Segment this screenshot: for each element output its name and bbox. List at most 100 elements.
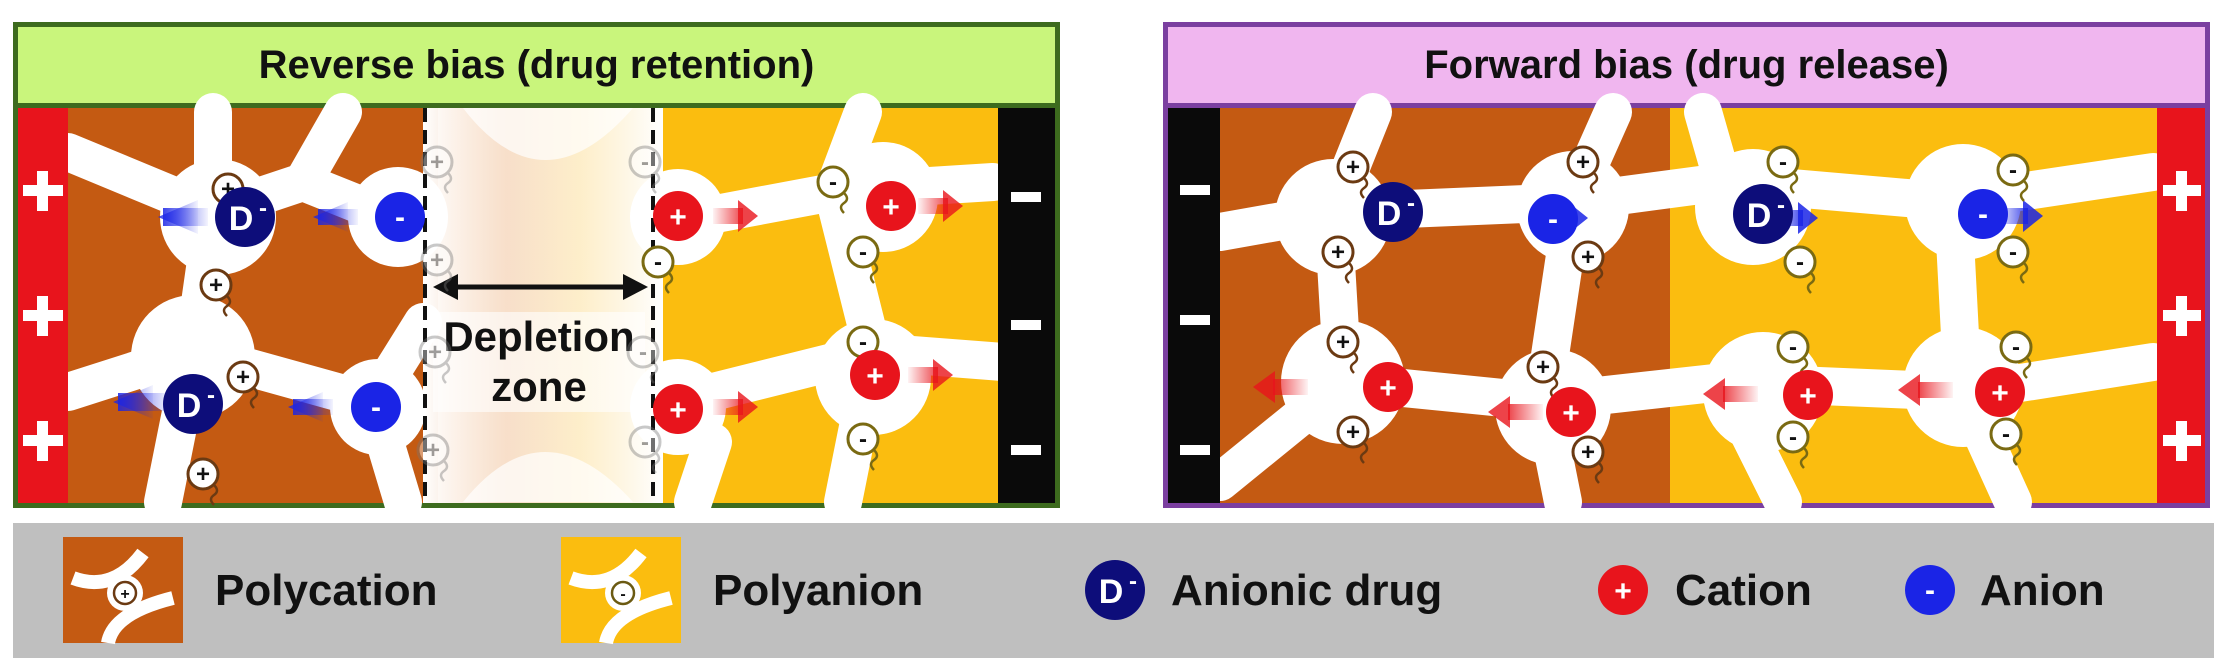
svg-text:+: + (1346, 154, 1360, 181)
svg-text:+: + (426, 437, 440, 464)
svg-text:-: - (641, 149, 649, 176)
legend-label-anion: Anion (1980, 565, 2105, 615)
svg-text:+: + (120, 586, 129, 603)
svg-text:+: + (1799, 380, 1817, 413)
polyanion-swatch-icon: - (561, 537, 681, 645)
svg-text:+: + (1346, 419, 1360, 446)
svg-text:+: + (1581, 244, 1595, 271)
cation-marker: + (1546, 387, 1596, 437)
svg-text:-: - (207, 382, 215, 409)
cation-marker: + (1363, 362, 1413, 412)
fixed-negative-charge: - (1996, 235, 2030, 284)
fixed-negative-charge: - (816, 165, 850, 214)
svg-text:-: - (1779, 149, 1787, 176)
svg-text:D: D (1377, 195, 1402, 233)
anion-marker: - (1958, 189, 2008, 239)
depletion-zone-label: Depletion zone (433, 312, 645, 412)
svg-text:+: + (1536, 354, 1550, 381)
anionic-drug-marker: D- (1363, 182, 1423, 242)
svg-text:+: + (430, 149, 444, 176)
svg-text:+: + (428, 339, 442, 366)
svg-text:-: - (1129, 568, 1137, 595)
fixed-positive-charge: + (199, 268, 233, 317)
fixed-negative-charge: - (1989, 417, 2023, 466)
legend-label-polyanion: Polyanion (713, 565, 924, 615)
fixed-positive-charge: + (416, 433, 450, 482)
fixed-positive-charge: + (1326, 325, 1360, 374)
cation-marker: + (850, 350, 900, 400)
fixed-negative-charge: - (1783, 245, 1817, 294)
svg-text:D: D (177, 387, 202, 425)
negative-electrode (1168, 108, 1220, 503)
cation-arrows (713, 190, 963, 423)
svg-text:+: + (669, 201, 687, 234)
svg-text:-: - (1978, 198, 1988, 231)
cation-arrows (1253, 371, 1953, 428)
electrode-plus-signs (23, 171, 63, 461)
fixed-negative-charge: - (1776, 330, 1810, 379)
electrode-minus-signs (1011, 192, 1041, 455)
svg-text:-: - (259, 195, 267, 222)
svg-text:-: - (2009, 157, 2017, 184)
svg-text:-: - (859, 329, 867, 356)
anion-marker: - (1528, 194, 1578, 244)
fixed-positive-charge: + (1336, 415, 1370, 464)
svg-text:+: + (1614, 575, 1632, 608)
legend-swatches: + - D - + - (63, 537, 1955, 645)
fixed-positive-charge: + (1336, 150, 1370, 199)
svg-text:+: + (236, 364, 250, 391)
svg-text:-: - (829, 169, 837, 196)
svg-text:-: - (371, 391, 381, 424)
svg-text:-: - (1407, 190, 1415, 217)
svg-text:-: - (859, 426, 867, 453)
fixed-positive-charge: + (1571, 435, 1605, 484)
svg-text:-: - (639, 339, 647, 366)
svg-text:D: D (229, 200, 254, 238)
svg-text:-: - (1796, 249, 1804, 276)
polycation-swatch-icon: + (63, 537, 183, 645)
negative-electrode (998, 108, 1055, 503)
anion-marker: - (375, 192, 425, 242)
cation-icon: + (1598, 565, 1648, 615)
fixed-positive-charge: + (1526, 350, 1560, 399)
anionic-drug-marker: D- (1733, 184, 1793, 244)
fixed-positive-charge: + (226, 360, 260, 409)
fixed-negative-charge: - (628, 425, 662, 474)
fixed-positive-charge: + (186, 457, 220, 506)
fixed-negative-charge: - (1776, 420, 1810, 469)
fixed-negative-charge: - (1766, 145, 1800, 194)
svg-text:D: D (1747, 197, 1772, 235)
legend-bar: + - D - + - Polycation Polyanion Anionic… (13, 523, 2214, 658)
svg-text:-: - (2002, 421, 2010, 448)
svg-text:+: + (1562, 397, 1580, 430)
svg-text:+: + (1331, 239, 1345, 266)
fixed-positive-charge: + (420, 145, 454, 194)
fixed-negative-charge: - (846, 422, 880, 471)
anionic-drug-icon: D - (1085, 560, 1145, 620)
svg-text:+: + (1581, 439, 1595, 466)
svg-text:-: - (654, 249, 662, 276)
svg-text:-: - (859, 239, 867, 266)
anion-marker: - (351, 382, 401, 432)
svg-text:-: - (2009, 239, 2017, 266)
depletion-width-arrow (433, 274, 648, 300)
svg-text:+: + (1576, 149, 1590, 176)
svg-text:-: - (620, 586, 625, 603)
fixed-negative-charge: - (626, 335, 660, 384)
svg-text:-: - (395, 201, 405, 234)
svg-text:+: + (1991, 377, 2009, 410)
svg-text:-: - (1777, 192, 1785, 219)
svg-text:D: D (1099, 573, 1124, 611)
anion-icon: - (1905, 565, 1955, 615)
svg-text:+: + (1336, 329, 1350, 356)
fixed-negative-charge: - (628, 145, 662, 194)
anion-arrows (113, 200, 358, 422)
svg-text:-: - (2012, 334, 2020, 361)
svg-text:-: - (1789, 424, 1797, 451)
electrode-minus-signs (1180, 185, 1210, 455)
legend-label-cation: Cation (1675, 565, 1812, 615)
fixed-negative-charge: - (641, 245, 675, 294)
svg-text:-: - (641, 429, 649, 456)
